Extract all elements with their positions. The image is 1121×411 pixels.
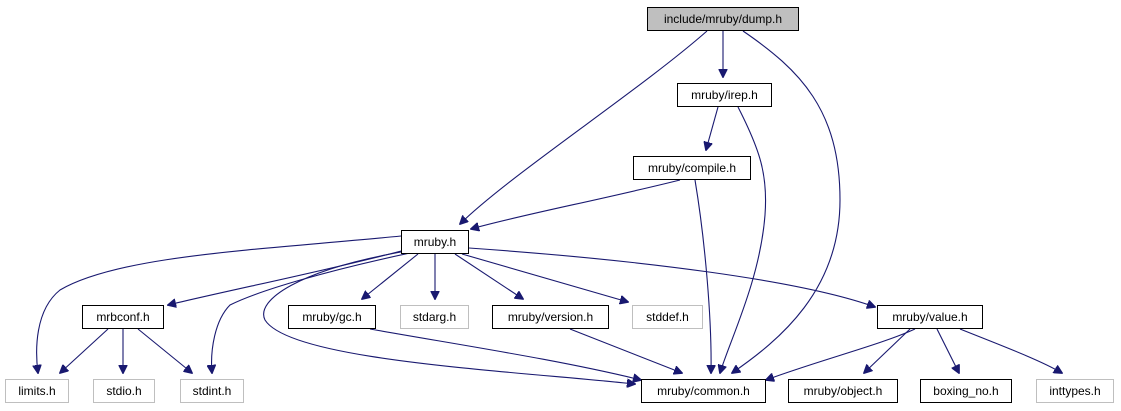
edge-value-to-inttypes [959,328,1062,373]
edge-irep-to-compile [706,106,719,150]
edge-value-to-object [864,328,911,373]
node-dump-h: include/mruby/dump.h [647,7,799,31]
edge-value-to-boxing [936,328,959,373]
node-version-h[interactable]: mruby/version.h [492,305,609,329]
edge-mruby-to-limits [37,235,402,373]
node-common-h[interactable]: mruby/common.h [641,379,766,403]
node-stdarg-h: stdarg.h [400,305,469,329]
edge-mruby-to-gc [362,253,419,299]
node-boxing-no-h[interactable]: boxing_no.h [920,379,1012,403]
edge-dump-to-mruby [460,30,708,224]
edge-irep-to-common [720,106,767,373]
node-value-h[interactable]: mruby/value.h [877,305,983,329]
node-stdint-h: stdint.h [180,379,244,403]
node-mrbconf-h[interactable]: mrbconf.h [82,305,164,329]
edge-mruby-to-stdint [212,252,411,373]
node-inttypes-h: inttypes.h [1036,379,1114,403]
node-irep-h[interactable]: mruby/irep.h [677,83,772,107]
edge-mruby-to-value [468,247,875,307]
edge-mruby-to-version [454,253,523,299]
edge-mruby-to-stddef [461,253,628,302]
edge-version-to-common [569,328,682,373]
node-object-h[interactable]: mruby/object.h [788,379,898,403]
edge-dump-to-common [732,30,841,373]
edge-mrbconf-to-limits [60,328,109,373]
node-gc-h[interactable]: mruby/gc.h [288,305,376,329]
edge-mruby-to-common [263,251,635,384]
edge-gc-to-common [369,328,641,380]
edge-compile-to-mruby [471,179,681,229]
node-stddef-h: stddef.h [632,305,703,329]
node-mruby-h[interactable]: mruby.h [401,230,469,254]
edge-value-to-common [766,328,916,380]
node-compile-h[interactable]: mruby/compile.h [633,156,751,180]
node-stdio-h: stdio.h [93,379,155,403]
edge-compile-to-common [694,179,711,373]
node-limits-h: limits.h [5,379,69,403]
edge-mrbconf-to-stdint [137,328,192,373]
